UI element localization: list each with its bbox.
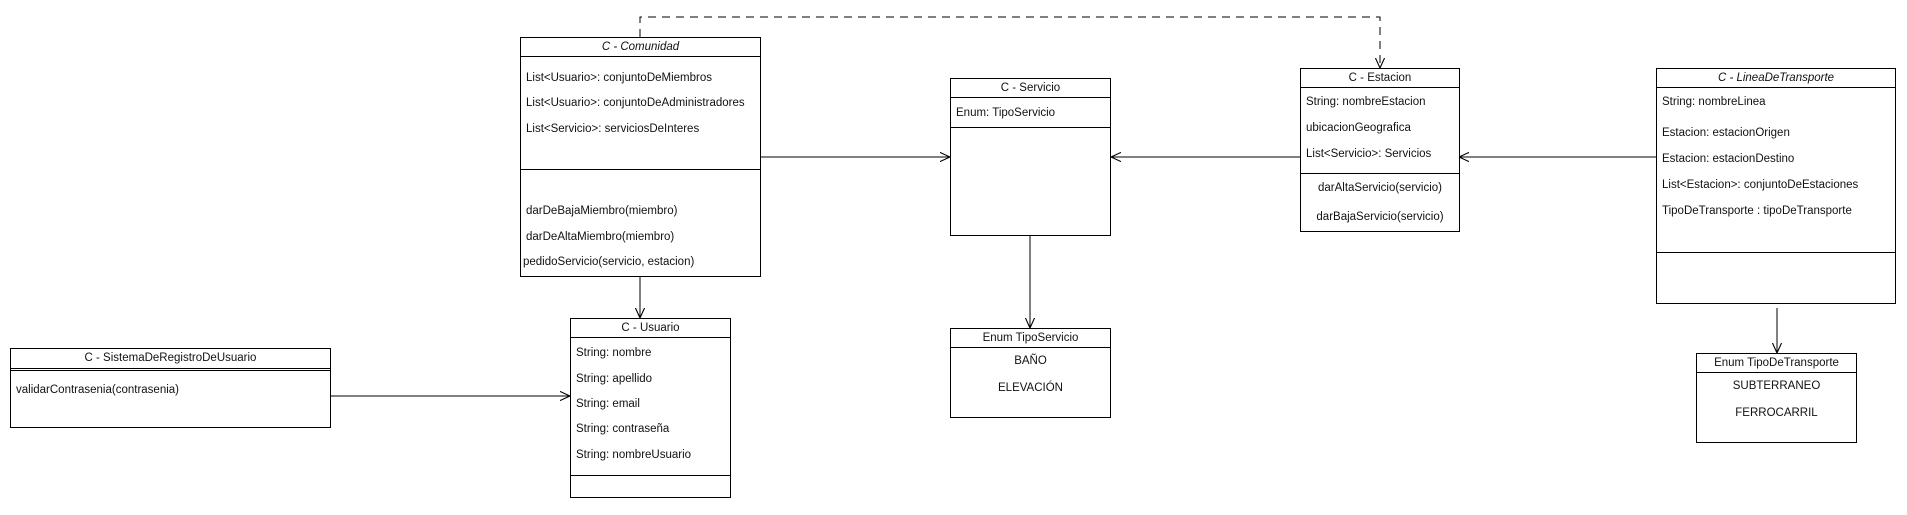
attribute: List<Estacion>: conjuntoDeEstaciones xyxy=(1662,179,1859,191)
class-comunidad-title: C - Comunidad xyxy=(521,38,760,57)
class-usuario[interactable]: C - Usuario String: nombre String: apell… xyxy=(570,318,731,498)
attribute: String: email xyxy=(576,398,640,410)
attribute: String: apellido xyxy=(576,373,653,385)
class-usuario-title: C - Usuario xyxy=(571,319,730,338)
method: darBajaServicio(servicio) xyxy=(1316,211,1444,223)
method: validarContrasenia(contrasenia) xyxy=(16,384,179,396)
attribute: Estacion: estacionOrigen xyxy=(1662,127,1790,139)
class-comunidad[interactable]: C - Comunidad List<Usuario>: conjuntoDeM… xyxy=(520,37,761,277)
class-sistema-de-registro[interactable]: C - SistemaDeRegistroDeUsuario validarCo… xyxy=(10,348,331,428)
class-servicio-title: C - Servicio xyxy=(951,79,1110,98)
attribute: String: nombreUsuario xyxy=(576,449,692,461)
section-divider xyxy=(1657,252,1895,253)
class-linea-de-transporte[interactable]: C - LineaDeTransporte String: nombreLine… xyxy=(1656,68,1896,304)
section-divider xyxy=(951,127,1110,128)
section-divider xyxy=(1301,173,1459,174)
method: darAltaServicio(servicio) xyxy=(1318,182,1442,194)
attribute: List<Servicio>: Servicios xyxy=(1306,148,1432,160)
attribute: Enum: TipoServicio xyxy=(956,107,1056,119)
attribute: List<Servicio>: serviciosDeInteres xyxy=(526,123,700,135)
method: darDeBajaMiembro(miembro) xyxy=(526,205,678,217)
attribute: String: nombreLinea xyxy=(1662,96,1766,108)
section-divider xyxy=(571,475,730,476)
enum-tipo-servicio-title: Enum TipoServicio xyxy=(951,329,1110,348)
enum-tipo-transporte-title: Enum TipoDeTransporte xyxy=(1697,354,1856,373)
enum-tipo-servicio[interactable]: Enum TipoServicio BAÑO ELEVACIÓN xyxy=(950,328,1111,418)
enum-value: BAÑO xyxy=(1014,355,1047,367)
class-registro-title: C - SistemaDeRegistroDeUsuario xyxy=(11,349,330,371)
attribute: String: nombreEstacion xyxy=(1306,96,1426,108)
enum-value: FERROCARRIL xyxy=(1735,407,1818,419)
attribute: ubicacionGeografica xyxy=(1306,122,1411,134)
class-estacion[interactable]: C - Estacion String: nombreEstacion ubic… xyxy=(1300,68,1460,232)
attribute: Estacion: estacionDestino xyxy=(1662,153,1795,165)
dashed-dependency-comunidad-estacion xyxy=(639,16,1380,68)
section-divider xyxy=(521,169,760,170)
class-estacion-title: C - Estacion xyxy=(1301,69,1459,88)
class-servicio[interactable]: C - Servicio Enum: TipoServicio xyxy=(950,78,1111,236)
class-linea-title: C - LineaDeTransporte xyxy=(1657,69,1895,88)
attribute: List<Usuario>: conjuntoDeMiembros xyxy=(526,72,713,84)
attribute: String: nombre xyxy=(576,347,652,359)
enum-tipo-de-transporte[interactable]: Enum TipoDeTransporte SUBTERRANEO FERROC… xyxy=(1696,353,1857,443)
attribute: List<Usuario>: conjuntoDeAdministradores xyxy=(526,97,745,109)
enum-value: SUBTERRANEO xyxy=(1732,380,1821,392)
method: pedidoServicio(servicio, estacion) xyxy=(523,256,695,268)
attribute: String: contraseña xyxy=(576,423,670,435)
attribute: TipoDeTransporte : tipoDeTransporte xyxy=(1662,205,1852,217)
method: darDeAltaMiembro(miembro) xyxy=(526,231,675,243)
enum-value: ELEVACIÓN xyxy=(998,382,1063,394)
